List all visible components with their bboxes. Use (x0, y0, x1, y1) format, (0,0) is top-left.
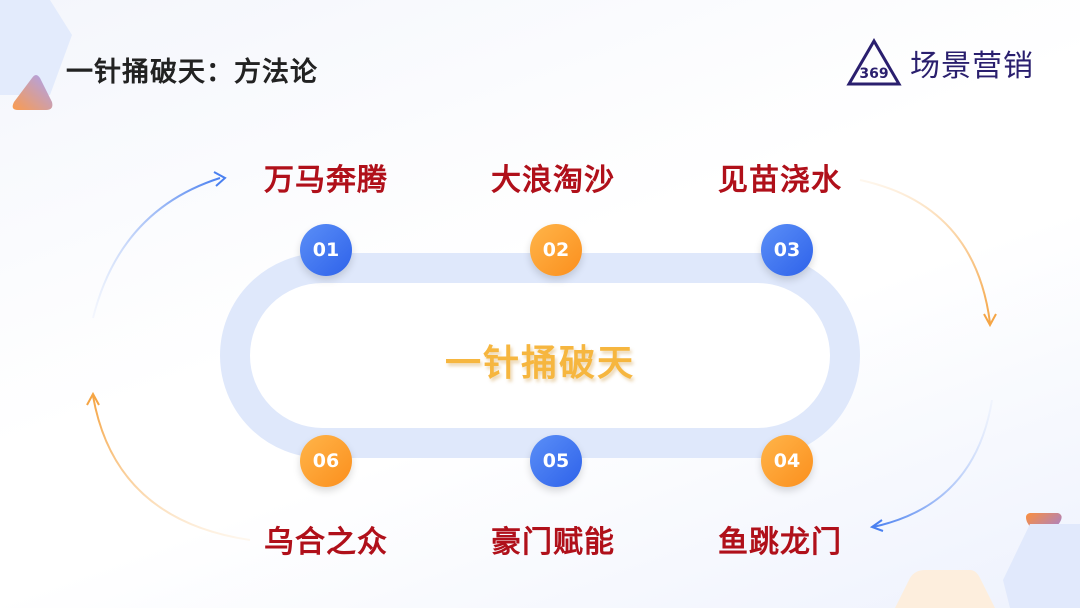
hexagon-shape (0, 0, 72, 95)
logo-mark-icon: 369 (846, 38, 902, 86)
page-title: 一针捅破天：方法论 (66, 57, 318, 88)
step-label-06: 乌合之众 (264, 525, 388, 560)
step-badge-04: 04 (761, 435, 813, 487)
arrow-head-icon (86, 391, 100, 406)
logo-text: 场景营销 (910, 49, 1034, 84)
arrow-head-icon (869, 519, 884, 532)
step-badge-05: 05 (530, 435, 582, 487)
step-badge-06: 06 (300, 435, 352, 487)
step-label-05: 豪门赋能 (491, 525, 615, 560)
hexagon-shape (1003, 524, 1080, 608)
cycle-arrow (92, 177, 221, 319)
step-label-04: 鱼跳龙门 (718, 525, 842, 560)
brand-logo: 369 场景营销 (846, 38, 1034, 88)
step-badge-02: 02 (530, 224, 582, 276)
triangle-shape (12, 75, 53, 110)
step-label-01: 万马奔腾 (264, 163, 388, 198)
cycle-arrow (92, 395, 251, 541)
step-label-03: 见苗浇水 (718, 163, 842, 198)
trapezoid-shape (895, 570, 995, 608)
arrow-head-icon (983, 313, 997, 328)
center-label: 一针捅破天 (444, 343, 635, 384)
step-badge-03: 03 (761, 224, 813, 276)
step-badge-01: 01 (300, 224, 352, 276)
step-label-02: 大浪淘沙 (491, 163, 615, 198)
svg-text:369: 369 (859, 66, 888, 82)
arrow-head-icon (213, 171, 227, 187)
cycle-arrow (859, 179, 991, 324)
cycle-arrow (872, 399, 993, 528)
